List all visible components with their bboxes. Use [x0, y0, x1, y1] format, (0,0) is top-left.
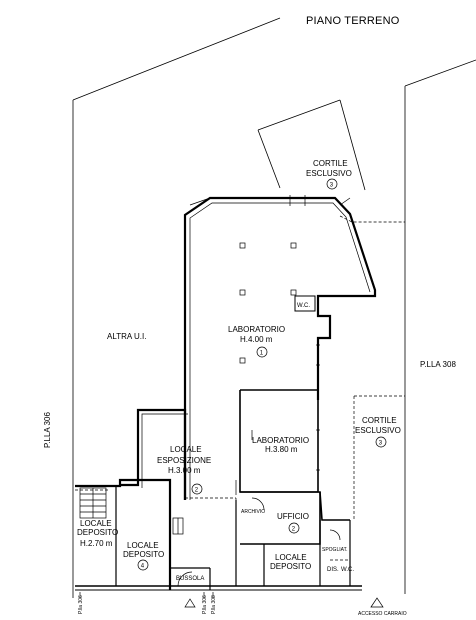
- locale-deposito-left-name1: LOCALE: [80, 519, 112, 528]
- cortile-top-number: 3: [330, 183, 334, 189]
- locale-deposito-mid-number: 4: [141, 564, 145, 570]
- locale-esposizione-height: H.3.00 m: [168, 466, 201, 475]
- parcel-bottom-a: P.lla 306: [78, 595, 84, 614]
- entrance-triangle-icon: [184, 598, 196, 608]
- boundary-lines: [72, 17, 476, 598]
- plan-title: PIANO TERRENO: [306, 15, 400, 27]
- locale-deposito-bottom-name1: LOCALE: [275, 553, 307, 562]
- cortile-right-number-circle: [375, 436, 387, 448]
- wc-top-box: [294, 295, 316, 312]
- parcel-bottom-c: P.lla 308: [211, 595, 217, 614]
- wc-top-label: W.C.: [297, 303, 310, 309]
- dashed-lines: [75, 215, 405, 561]
- locale-deposito-mid-number-circle: [137, 559, 149, 571]
- laboratorio-main-name: LABORATORIO: [228, 325, 285, 334]
- locale-deposito-left-name2: DEPOSITO: [77, 528, 118, 537]
- laboratorio-main-height: H.4.00 m: [240, 335, 273, 344]
- locale-deposito-bottom-name2: DEPOSITO: [270, 562, 311, 571]
- spogliatoio-label: SPOGLIAT.: [322, 547, 347, 553]
- locale-deposito-left-height: H.2.70 m: [80, 539, 113, 548]
- inner-walls: [141, 197, 371, 500]
- ufficio-number: 2: [292, 527, 296, 533]
- cortile-right-name2: ESCLUSIVO: [355, 426, 401, 435]
- openings: [172, 195, 341, 587]
- archivio-label: ARCHIVIO: [241, 509, 265, 515]
- cortile-top-number-circle: [326, 178, 338, 190]
- locale-esposizione-name1: LOCALE: [170, 445, 202, 454]
- locale-esposizione-number: 2: [195, 488, 199, 494]
- staircase: [79, 487, 107, 519]
- laboratorio-small-name: LABORATORIO: [252, 436, 309, 445]
- cortile-top-name2: ESCLUSIVO: [306, 169, 352, 178]
- cortile-top-name: CORTILE: [313, 159, 348, 168]
- altra-ui-label: ALTRA U.I.: [107, 332, 146, 341]
- ufficio-name: UFFICIO: [277, 512, 309, 521]
- cortile-right-name: CORTILE: [362, 416, 397, 425]
- wc-bottom-label: W.C.: [341, 567, 354, 573]
- parcel-bottom-b: P.lla 306: [202, 595, 208, 614]
- locale-esposizione-name2: ESPOSIZIONE: [157, 456, 211, 465]
- cortile-right-number: 3: [379, 441, 383, 447]
- dis-label: DIS.: [327, 567, 339, 573]
- laboratorio-main-number-circle: [256, 346, 268, 358]
- locale-deposito-mid-name1: LOCALE: [127, 541, 159, 550]
- parcel-left-label: P.LLA 306: [43, 412, 52, 448]
- ufficio-number-circle: [288, 522, 300, 534]
- main-building-walls: [75, 196, 377, 591]
- access-carraio-label: ACCESSO CARRAIO: [358, 611, 407, 617]
- parcel-right-label: P.LLA 308: [420, 360, 456, 369]
- locale-esposizione-number-circle: [191, 483, 203, 495]
- column-markers: [239, 242, 297, 364]
- locale-deposito-mid-name2: DEPOSITO: [123, 550, 164, 559]
- access-carraio-triangle-icon: [370, 597, 384, 608]
- bussola-label: BUSSOLA: [176, 576, 204, 582]
- laboratorio-small-height: H.3.80 m: [265, 445, 298, 454]
- laboratorio-main-number: 1: [260, 351, 264, 357]
